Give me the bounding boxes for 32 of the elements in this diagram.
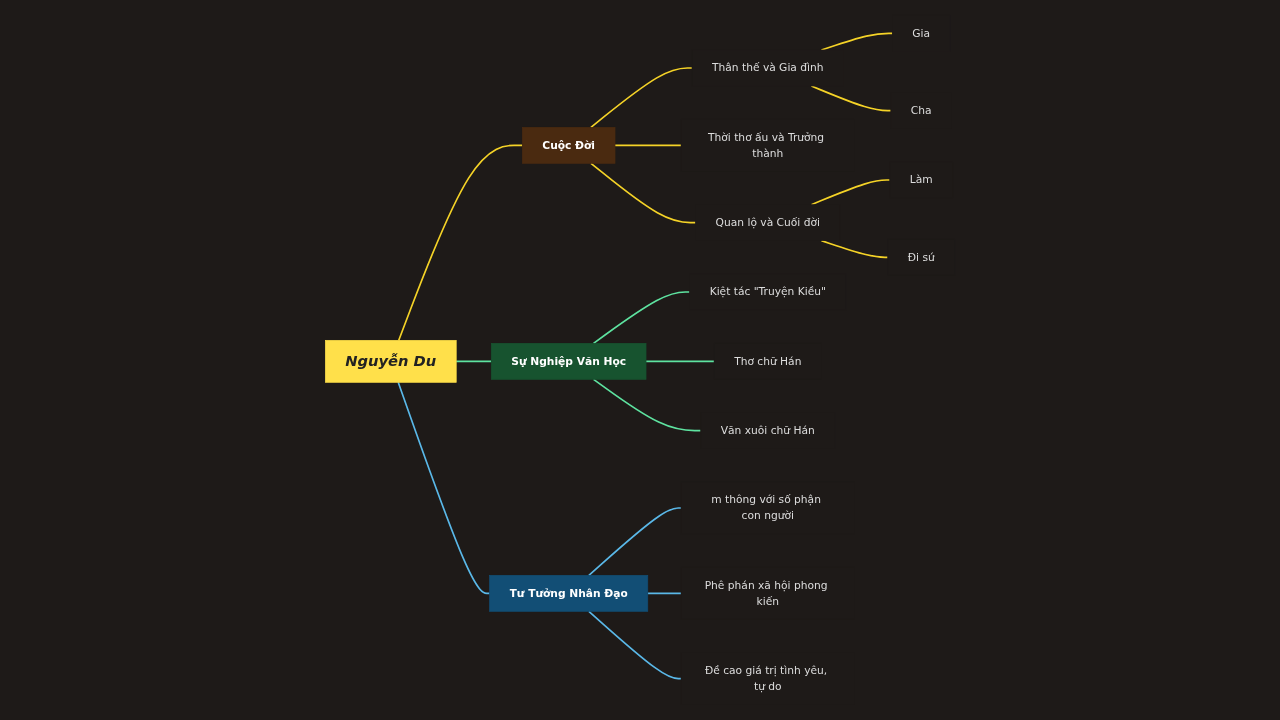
connector [820, 32, 894, 51]
node-text: Làm [909, 173, 933, 186]
node-box: Tư Tưởng Nhân Đạo [489, 575, 649, 612]
connector [592, 378, 702, 432]
node-text: Thân thế và Gia đình [711, 61, 824, 74]
node-text: Cha [910, 104, 932, 117]
connector [614, 144, 682, 147]
node-text: Văn xuôi chữ Hán [720, 423, 815, 437]
node-box: Cuộc Đời [521, 127, 616, 164]
connector [810, 179, 891, 206]
node-box: Nguyễn Du [324, 340, 457, 383]
node-text: Thơ chữ Hán [734, 354, 802, 368]
node-text: Phê phán xã hội phong kiến [704, 578, 828, 608]
node-text: Thời thơ ấu và Trưởng thành [708, 130, 825, 160]
connector [588, 610, 682, 680]
connector [397, 381, 491, 595]
node-text: Gia [912, 26, 931, 40]
node-text: m thông với số phận con người [711, 493, 821, 522]
connector [588, 507, 682, 577]
connector [590, 67, 693, 129]
node-text: Đi sứ [907, 250, 935, 264]
node-text: Kiệt tác "Truyện Kiều" [709, 285, 826, 298]
connector [592, 291, 691, 345]
connector [590, 162, 697, 224]
node-text: Quan lộ và Cuối đời [715, 216, 820, 229]
connector [397, 144, 524, 342]
connector [455, 360, 493, 363]
node-text: Đề cao giá trị tình yêu, tự do [704, 663, 828, 693]
node-box: Sự Nghiệp Văn Học [490, 343, 647, 380]
connector [645, 360, 715, 363]
connector [820, 239, 889, 259]
connector [646, 592, 682, 595]
